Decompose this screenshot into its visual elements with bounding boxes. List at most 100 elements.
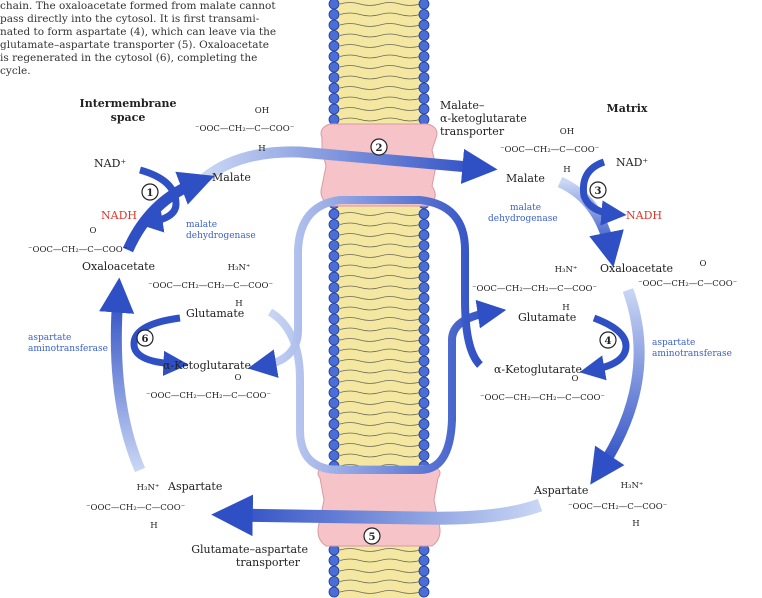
lipid-head — [328, 114, 340, 125]
lipid-head — [328, 576, 340, 587]
lipid-head — [328, 0, 340, 10]
transamination-curl-right — [579, 314, 630, 381]
nad-label: NAD⁺ — [94, 157, 126, 170]
lipid-head — [418, 418, 430, 430]
enzyme-label: aspartate — [652, 338, 695, 348]
nadh-label: NADH — [101, 209, 137, 222]
formula-fragment: H₃N⁺ — [228, 263, 251, 273]
lipid-head — [418, 345, 430, 356]
lipid-tail — [339, 443, 421, 447]
aspartate-label: Aspartate — [533, 484, 588, 497]
lipid-head — [418, 313, 430, 325]
lipid-head — [328, 450, 340, 461]
lipid-tail — [339, 338, 421, 342]
lipid-head — [418, 355, 430, 367]
lipid-head — [418, 334, 430, 346]
lipid-tail — [339, 264, 421, 269]
lipid-head — [418, 114, 430, 125]
step-number: 4 — [605, 336, 612, 347]
akg-label: α-Ketoglutarate — [494, 363, 582, 376]
lipid-tail — [339, 222, 421, 227]
akg-transport-arrow — [247, 196, 484, 378]
glutamate-formula: ⁻OOC—CH₂—CH₂—C—COO⁻ — [472, 284, 597, 294]
lipid-tail — [339, 275, 421, 279]
lipid-tail — [339, 54, 421, 59]
lipid-head — [328, 61, 340, 73]
nadh-curl-left — [137, 166, 180, 233]
lipid-head — [418, 282, 430, 293]
lipid-head — [418, 93, 430, 104]
enzyme-label: malate — [510, 203, 541, 213]
caption-line: is regenerated in the cytosol (6), compl… — [0, 52, 258, 64]
lipid-head — [418, 576, 430, 587]
lipid-head — [328, 93, 340, 104]
lipid-head — [328, 82, 340, 94]
lipid-tail — [339, 548, 421, 552]
lipid-head — [418, 303, 430, 314]
lipid-head — [328, 208, 340, 220]
lipid-head — [328, 565, 340, 577]
lipid-head — [328, 9, 340, 20]
glutamate-formula: ⁻OOC—CH₂—CH₂—C—COO⁻ — [148, 281, 273, 291]
aspartate-formula: ⁻OOC—CH₂—C—COO⁻ — [568, 502, 667, 512]
left-side: NAD⁺ NADH Malate malate dehydrogenase Ox… — [28, 106, 294, 531]
lipid-tail — [339, 432, 421, 437]
lipid-tail — [339, 569, 421, 573]
lipid-tail — [339, 285, 421, 290]
lipid-head — [418, 103, 430, 115]
lipid-head — [328, 40, 340, 52]
formula-fragment: H — [150, 521, 157, 531]
lipid-tail — [339, 75, 421, 80]
lipid-head — [328, 72, 340, 83]
lipid-head — [418, 366, 430, 377]
enzyme-label: dehydrogenase — [186, 231, 256, 241]
formula-fragment: H₃N⁺ — [137, 483, 160, 493]
lipid-head — [328, 229, 340, 241]
step-number: 1 — [147, 188, 154, 199]
enzyme-label: dehydrogenase — [488, 214, 558, 224]
caption-line: pass directly into the cytosol. It is fi… — [0, 13, 260, 25]
formula-fragment: OH — [255, 106, 269, 116]
lipid-head — [328, 19, 340, 31]
formula-fragment: O — [90, 226, 97, 236]
lipid-head — [328, 313, 340, 325]
lipid-head — [418, 51, 430, 62]
lipid-head — [328, 555, 340, 566]
lipid-head — [418, 240, 430, 251]
lipid-tail — [339, 422, 421, 426]
formula-fragment: OH — [560, 127, 574, 137]
lipid-head — [418, 0, 430, 10]
transporter-label: α-ketoglutarate — [440, 112, 527, 125]
lipid-head — [418, 30, 430, 41]
lipid-tail — [339, 23, 421, 27]
lipid-head — [328, 51, 340, 62]
lipid-tail — [339, 369, 421, 374]
lipid-tail — [339, 117, 421, 122]
lipid-head — [328, 345, 340, 356]
caption-line: chain. The oxaloacetate formed from mala… — [0, 0, 276, 12]
region-label: Intermembrane — [80, 97, 177, 110]
lipid-tail — [339, 44, 421, 48]
oxaloacetate-formula: ⁻OOC—CH₂—C—COO⁻ — [28, 245, 127, 255]
akg-label: α-Ketoglutarate — [163, 359, 251, 372]
lipid-tail — [339, 380, 421, 384]
lipid-head — [418, 555, 430, 566]
lipid-head — [328, 30, 340, 41]
nadh-curl-right — [579, 158, 627, 226]
lipid-tail — [339, 348, 421, 353]
step-number: 2 — [376, 143, 383, 154]
lipid-tail — [339, 306, 421, 311]
lipid-head — [328, 586, 340, 598]
lipid-head — [328, 271, 340, 283]
lipid-tail — [339, 2, 421, 6]
malate-formula: ⁻OOC—CH₂—C—COO⁻ — [500, 145, 599, 155]
nadh-label: NADH — [626, 209, 662, 222]
lipid-head — [328, 292, 340, 304]
malate-akg-transporter — [320, 123, 438, 207]
formula-fragment: H — [632, 519, 639, 529]
lipid-head — [328, 240, 340, 251]
formula-fragment: H₃N⁺ — [555, 265, 578, 275]
lipid-head — [418, 229, 430, 241]
lipid-head — [418, 376, 430, 388]
lipid-tail — [339, 107, 421, 111]
